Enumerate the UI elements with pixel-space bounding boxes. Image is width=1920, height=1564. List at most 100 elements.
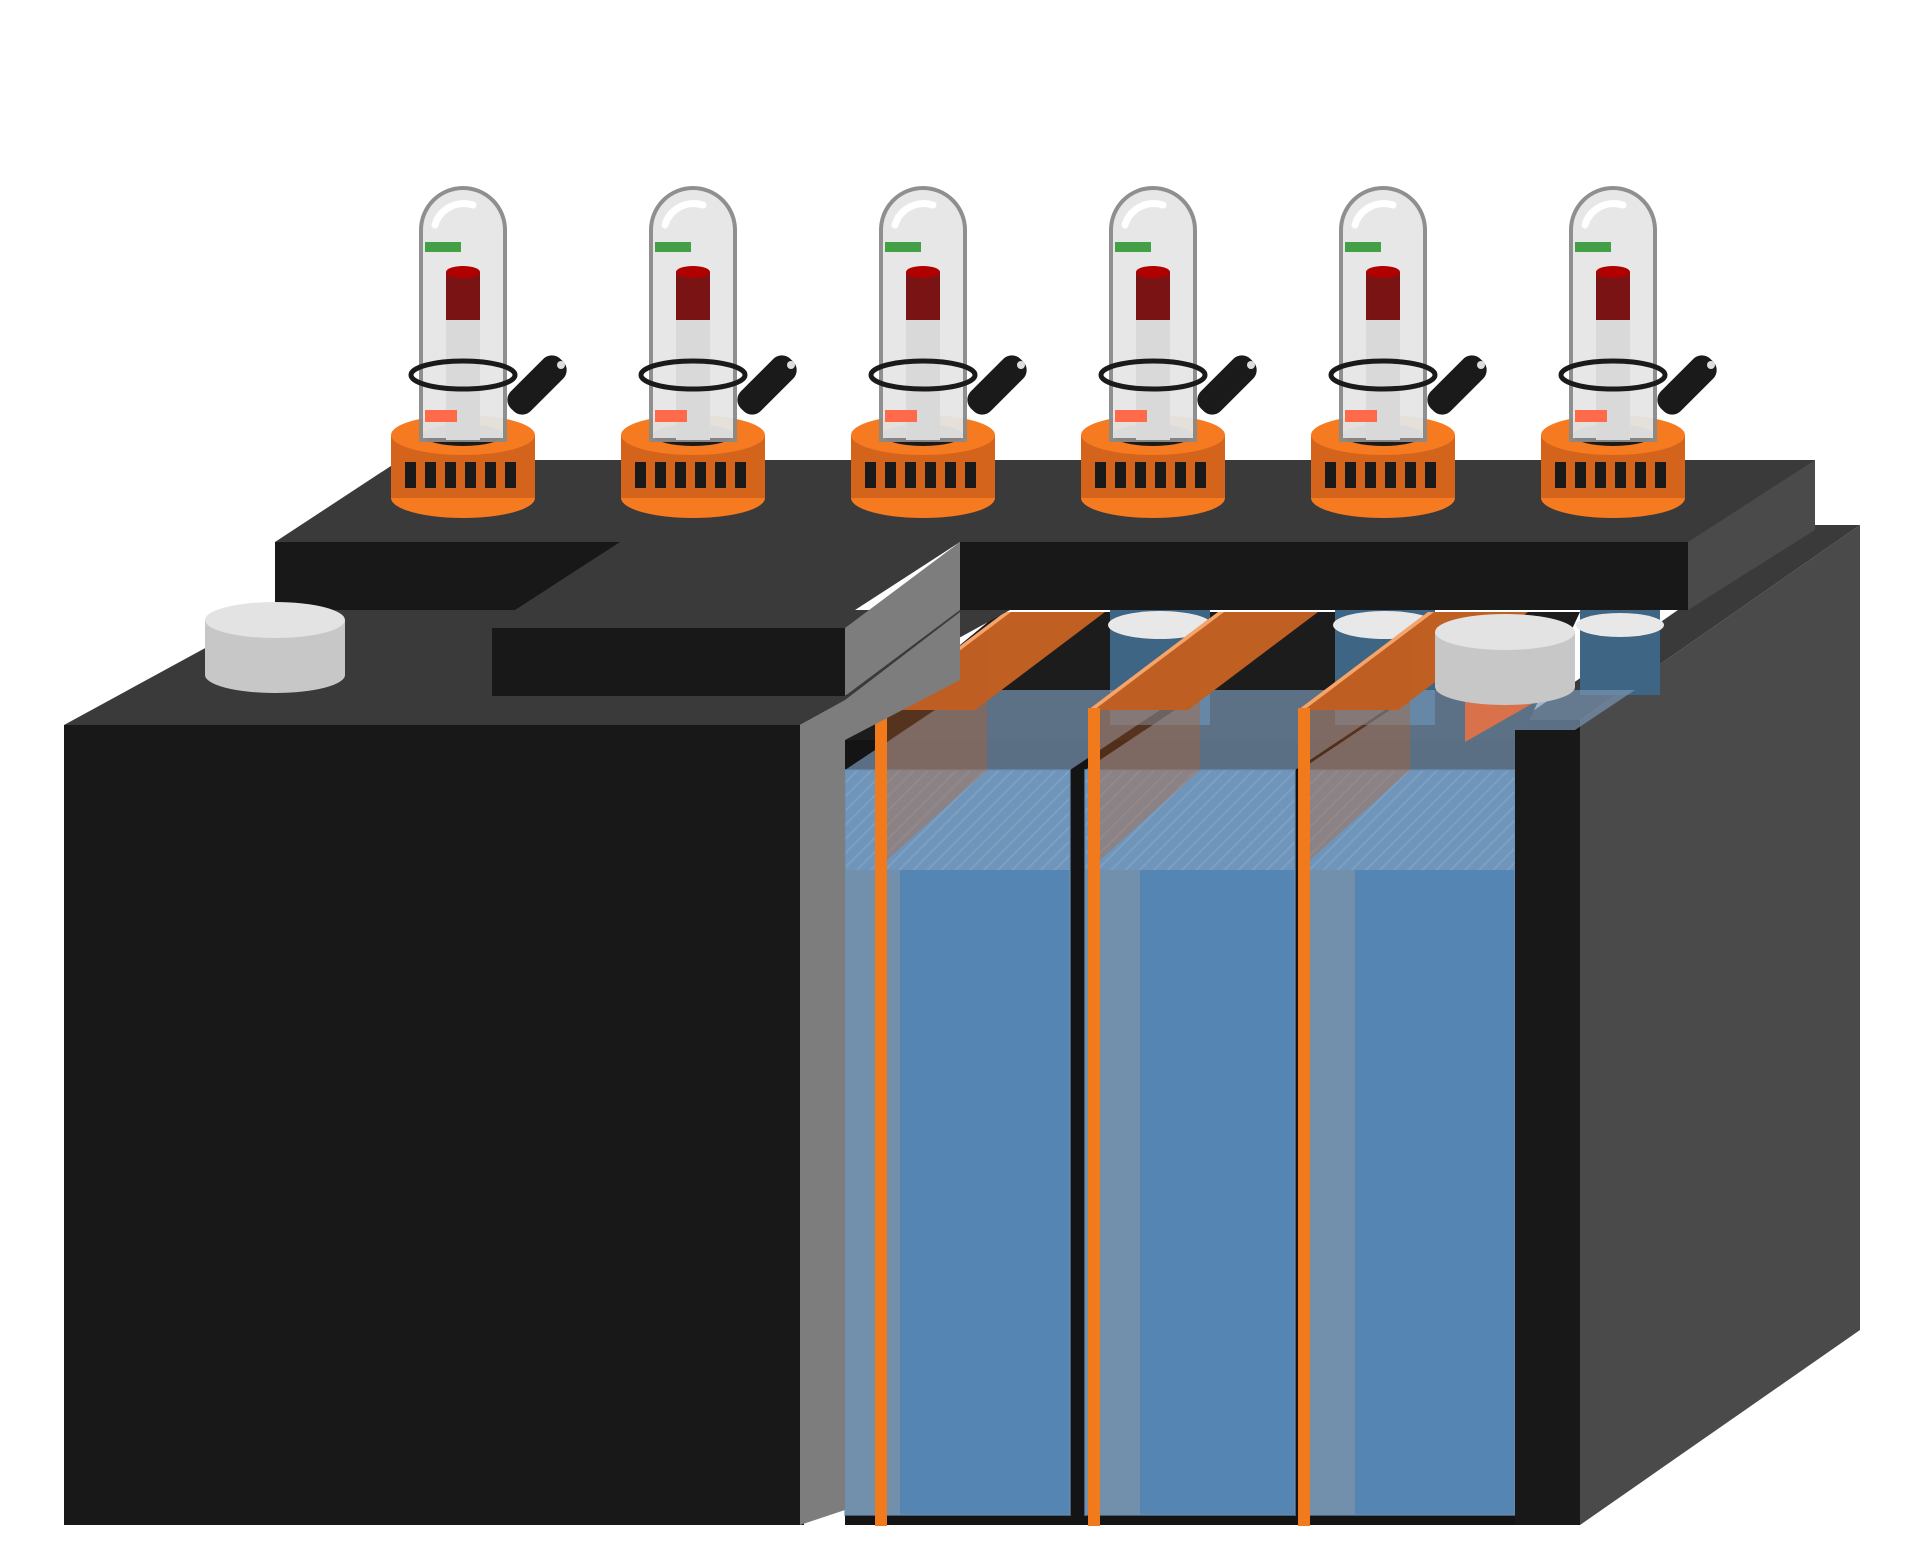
cap-base (205, 657, 345, 693)
terminal-4 (1081, 186, 1257, 518)
tube-red-cap-top (1596, 266, 1630, 278)
terminal-1 (391, 186, 567, 518)
collar-slot (885, 462, 896, 488)
tube-red-cap (1366, 272, 1400, 320)
tube-green-mark (1575, 242, 1611, 252)
electrolyte-lower (1355, 870, 1515, 1515)
collar-slot (1135, 462, 1146, 488)
collar-slot (1365, 462, 1376, 488)
plate-front-edge (1088, 708, 1100, 1526)
tube-green-mark (425, 242, 461, 252)
collar-slot (1595, 462, 1606, 488)
electrolyte-chamber-2 (1084, 690, 1415, 1516)
tube-glint (891, 200, 937, 229)
terminal-5 (1311, 186, 1487, 518)
collar-slot (635, 462, 646, 488)
plate-top-face (1088, 612, 1318, 710)
tube-red-cap-top (906, 266, 940, 278)
fill-cap-1 (205, 602, 345, 693)
terminal-lever (1197, 355, 1257, 415)
collar-slot (695, 462, 706, 488)
terminal-3 (851, 186, 1027, 518)
plate-front-edge (1298, 708, 1310, 1526)
lever-tip (787, 361, 795, 369)
lever-tip (557, 361, 565, 369)
terminal-lever (1657, 355, 1717, 415)
tube-green-mark (655, 242, 691, 252)
tube-glint (1581, 200, 1627, 229)
tube-glint (1121, 200, 1167, 229)
collar-slot (1655, 462, 1666, 488)
tube-red-cap (676, 272, 710, 320)
terminal-6 (1541, 186, 1717, 518)
plate-side-face (1100, 630, 1200, 860)
collar-slot (965, 462, 976, 488)
separator-plate-2 (1088, 612, 1318, 1526)
terminal-2 (621, 186, 797, 518)
collar-slot (1575, 462, 1586, 488)
collar-slot (485, 462, 496, 488)
fill-cap-2 (1435, 614, 1575, 742)
plate-side-face (1310, 630, 1410, 860)
lever-tip (1477, 361, 1485, 369)
lever-tip (1247, 361, 1255, 369)
terminal-lever (737, 355, 797, 415)
tube-red-mark (655, 410, 687, 422)
electrolyte-lower (1140, 870, 1295, 1515)
electrolyte-lower (900, 870, 1070, 1515)
tube-red-cap (446, 272, 480, 320)
tube-red-cap-top (446, 266, 480, 278)
terminal-lever (1427, 355, 1487, 415)
collar-slot (1155, 462, 1166, 488)
tube-clip-ring (408, 358, 518, 392)
collar-slot (425, 462, 436, 488)
tube-red-mark (425, 410, 457, 422)
collar-slot (865, 462, 876, 488)
collar-slot (445, 462, 456, 488)
tube-red-cap (1596, 272, 1630, 320)
tube-green-mark (1345, 242, 1381, 252)
electrolyte-chamber-3 (1299, 690, 1635, 1516)
tube-clip-ring (638, 358, 748, 392)
tube-red-cap-top (1366, 266, 1400, 278)
collar-slot (905, 462, 916, 488)
collar-slot (735, 462, 746, 488)
plate-side-face (887, 630, 987, 860)
tube-green-mark (1115, 242, 1151, 252)
inner-right-wall (1515, 730, 1580, 1525)
lever-tip (1017, 361, 1025, 369)
tube-red-cap (1136, 272, 1170, 320)
tube-glint (431, 200, 477, 229)
collar-slot (505, 462, 516, 488)
tube-clip-ring (1558, 358, 1668, 392)
tube-clip-ring (868, 358, 978, 392)
collar-slot (1385, 462, 1396, 488)
collar-slot (1615, 462, 1626, 488)
collar-slot (1555, 462, 1566, 488)
cap-base (1435, 669, 1575, 705)
tube-red-cap-top (1136, 266, 1170, 278)
plate-top-highlight (1088, 612, 1224, 710)
terminal-row (391, 186, 1717, 518)
collar-slot (945, 462, 956, 488)
tube-glint (1351, 200, 1397, 229)
collar-slot (1325, 462, 1336, 488)
tube-clip-ring (1328, 358, 1438, 392)
plate-top-highlight (1298, 612, 1434, 710)
collar-slot (1115, 462, 1126, 488)
collar-slot (715, 462, 726, 488)
tube-red-mark (1115, 410, 1147, 422)
collar-slot (1635, 462, 1646, 488)
tube-red-mark (1575, 410, 1607, 422)
chamber-outline (1084, 769, 1296, 1516)
tube-red-cap-top (676, 266, 710, 278)
tube-glint (661, 200, 707, 229)
tube-green-mark (885, 242, 921, 252)
cap-top (1435, 614, 1575, 650)
collar-slot (405, 462, 416, 488)
collar-slot (1405, 462, 1416, 488)
plate-front-edge (875, 708, 887, 1526)
terminal-lever (967, 355, 1027, 415)
